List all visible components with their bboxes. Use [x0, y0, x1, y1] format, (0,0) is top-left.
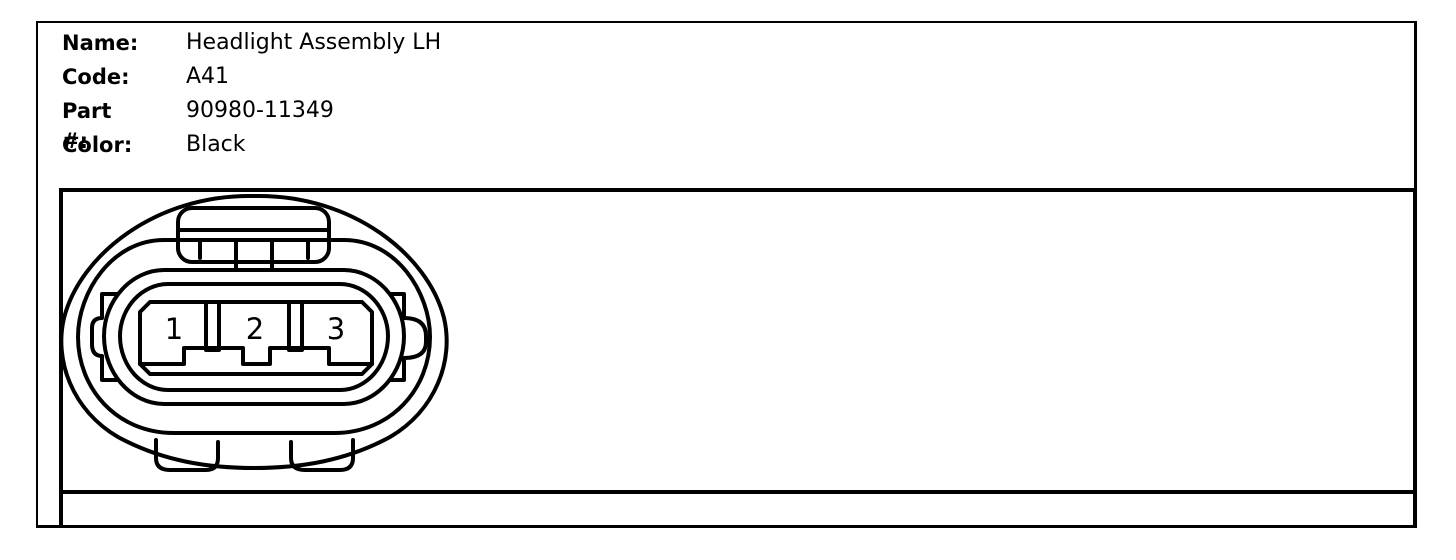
bottom-tab-right	[289, 438, 355, 472]
pin-label-3: 3	[327, 312, 345, 346]
housing-outer-outline	[59, 193, 449, 470]
part-number-value: 90980-11349	[186, 98, 334, 123]
code-value: A41	[186, 64, 230, 89]
bottom-tab-left	[154, 438, 220, 472]
color-label: Color:	[62, 133, 133, 157]
pin-label-1: 1	[165, 312, 183, 346]
top-lock-latch	[176, 206, 331, 264]
code-label: Code:	[62, 65, 130, 89]
pin-divider-1	[204, 300, 221, 352]
pin-divider-2	[287, 300, 304, 352]
name-label: Name:	[62, 31, 139, 55]
part-number-label: Part #:	[62, 99, 112, 153]
terminal-block	[138, 300, 374, 376]
pin-label-2: 2	[246, 312, 264, 346]
name-value: Headlight Assembly LH	[186, 30, 442, 55]
color-value: Black	[186, 132, 246, 157]
keying-steps	[138, 346, 374, 366]
bottom-divider	[59, 490, 1417, 494]
